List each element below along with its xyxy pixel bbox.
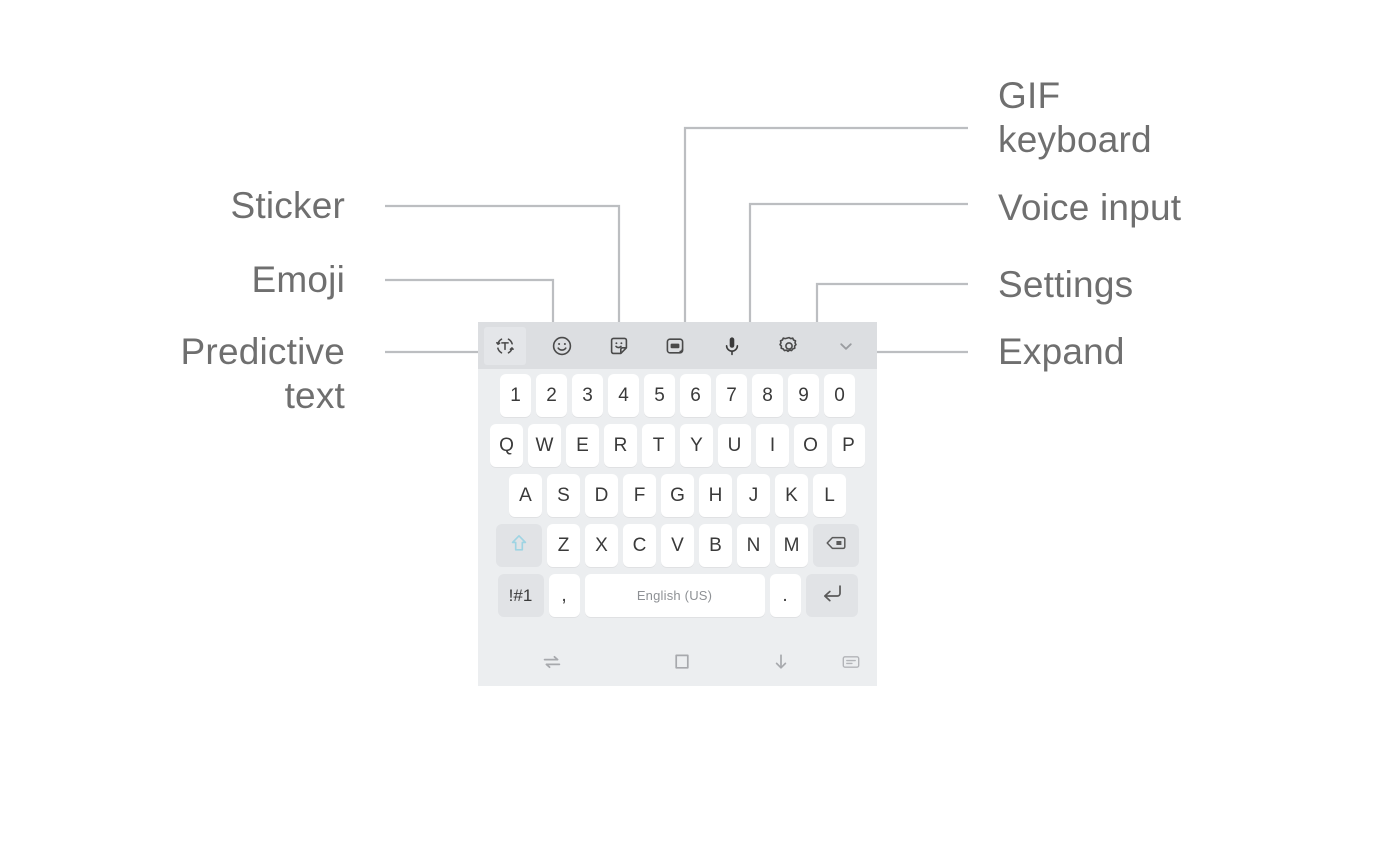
emoji-button[interactable] — [537, 327, 587, 365]
key-i[interactable]: I — [756, 424, 789, 467]
callout-settings: Settings — [998, 264, 1134, 305]
key-v[interactable]: V — [661, 524, 694, 567]
toolbar-gap-4 — [700, 327, 707, 365]
expand-button[interactable] — [821, 327, 871, 365]
leader-line-gif — [683, 126, 968, 341]
voice-input-button[interactable] — [707, 327, 757, 365]
keyboard-row-numbers: 1 2 3 4 5 6 7 8 9 0 — [481, 374, 874, 417]
gear-icon — [777, 334, 801, 358]
key-r[interactable]: R — [604, 424, 637, 467]
keyboard-row-home: A S D F G H J K L — [481, 474, 874, 517]
microphone-icon — [720, 334, 744, 358]
key-6[interactable]: 6 — [680, 374, 711, 417]
nav-hide-keyboard-button[interactable] — [738, 638, 824, 686]
key-m[interactable]: M — [775, 524, 808, 567]
key-5[interactable]: 5 — [644, 374, 675, 417]
shift-key[interactable] — [496, 524, 542, 567]
toolbar-gap-1 — [530, 327, 537, 365]
callout-gif-keyboard: GIF keyboard — [998, 75, 1152, 160]
key-l[interactable]: L — [813, 474, 846, 517]
settings-button[interactable] — [764, 327, 814, 365]
key-x[interactable]: X — [585, 524, 618, 567]
gif-keyboard-button[interactable] — [650, 327, 700, 365]
callout-emoji: Emoji — [251, 259, 345, 300]
samsung-keyboard: 1 2 3 4 5 6 7 8 9 0 Q W E R T Y U I O P … — [478, 322, 877, 686]
key-t[interactable]: T — [642, 424, 675, 467]
keyboard-row-space: !#1 , English (US) . — [481, 574, 874, 617]
key-q[interactable]: Q — [490, 424, 523, 467]
key-o[interactable]: O — [794, 424, 827, 467]
toolbar-gap-2 — [587, 327, 594, 365]
keyboard-toolbar — [478, 322, 877, 369]
key-0[interactable]: 0 — [824, 374, 855, 417]
nav-recents-button[interactable] — [478, 638, 626, 686]
keyboard-switch-icon — [840, 651, 862, 673]
enter-icon — [819, 580, 845, 612]
backspace-icon — [824, 531, 848, 561]
key-w[interactable]: W — [528, 424, 561, 467]
key-2[interactable]: 2 — [536, 374, 567, 417]
sticker-button[interactable] — [594, 327, 644, 365]
nav-keyboard-switch-button[interactable] — [824, 638, 877, 686]
toolbar-gap-5 — [757, 327, 764, 365]
keyboard-row-top: Q W E R T Y U I O P — [481, 424, 874, 467]
key-a[interactable]: A — [509, 474, 542, 517]
key-1[interactable]: 1 — [500, 374, 531, 417]
arrow-down-icon — [769, 650, 793, 674]
leader-line-sticker — [385, 204, 621, 341]
callout-predictive-text: Predictive text — [180, 331, 345, 416]
chevron-down-icon — [834, 334, 858, 358]
symbols-key[interactable]: !#1 — [497, 574, 544, 617]
key-h[interactable]: H — [699, 474, 732, 517]
key-d[interactable]: D — [585, 474, 618, 517]
key-n[interactable]: N — [737, 524, 770, 567]
key-k[interactable]: K — [775, 474, 808, 517]
sticker-icon — [607, 334, 631, 358]
period-key[interactable]: . — [769, 574, 801, 617]
predictive-text-icon — [494, 335, 516, 357]
gif-icon — [663, 334, 687, 358]
key-8[interactable]: 8 — [752, 374, 783, 417]
key-3[interactable]: 3 — [572, 374, 603, 417]
keyboard-row-bottom: Z X C V B N M — [481, 524, 874, 567]
key-f[interactable]: F — [623, 474, 656, 517]
predictive-text-button[interactable] — [484, 326, 526, 365]
home-icon — [670, 650, 694, 674]
keyboard-key-rows: 1 2 3 4 5 6 7 8 9 0 Q W E R T Y U I O P … — [478, 369, 877, 617]
enter-key[interactable] — [805, 574, 858, 617]
callout-expand: Expand — [998, 331, 1125, 372]
key-b[interactable]: B — [699, 524, 732, 567]
callout-sticker: Sticker — [230, 185, 345, 226]
callout-voice-input: Voice input — [998, 187, 1182, 228]
key-z[interactable]: Z — [547, 524, 580, 567]
shift-icon — [508, 532, 530, 560]
key-e[interactable]: E — [566, 424, 599, 467]
toolbar-gap-3 — [644, 327, 651, 365]
toolbar-gap-6 — [814, 327, 821, 365]
comma-key[interactable]: , — [548, 574, 580, 617]
key-4[interactable]: 4 — [608, 374, 639, 417]
key-u[interactable]: U — [718, 424, 751, 467]
system-navigation-bar — [478, 638, 877, 686]
emoji-icon — [550, 334, 574, 358]
key-7[interactable]: 7 — [716, 374, 747, 417]
space-key[interactable]: English (US) — [584, 574, 765, 617]
key-p[interactable]: P — [832, 424, 865, 467]
backspace-key[interactable] — [813, 524, 859, 567]
leader-line-voice — [748, 202, 968, 341]
key-j[interactable]: J — [737, 474, 770, 517]
key-g[interactable]: G — [661, 474, 694, 517]
nav-home-button[interactable] — [626, 638, 738, 686]
key-9[interactable]: 9 — [788, 374, 819, 417]
recents-icon — [540, 650, 564, 674]
key-y[interactable]: Y — [680, 424, 713, 467]
key-s[interactable]: S — [547, 474, 580, 517]
key-c[interactable]: C — [623, 524, 656, 567]
